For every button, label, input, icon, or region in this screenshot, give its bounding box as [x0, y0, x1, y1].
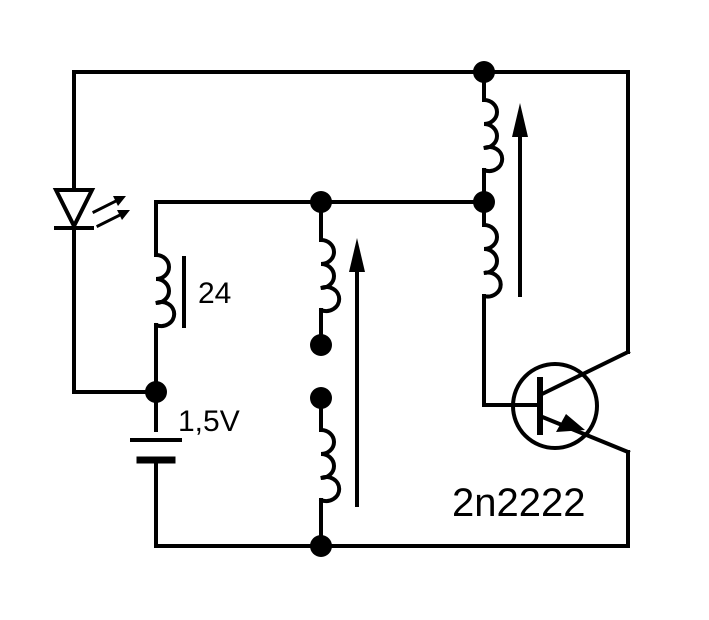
transistor-part-label: 2n2222	[452, 481, 585, 525]
junction-dot	[310, 535, 332, 557]
coil-24-turns-icon	[154, 253, 186, 328]
led-icon	[52, 188, 130, 231]
terminal-dot	[310, 334, 332, 356]
junction-dot	[473, 191, 495, 213]
battery-voltage-label: 1,5V	[178, 405, 240, 438]
terminal-dot	[310, 387, 332, 409]
junction-dots	[145, 61, 495, 557]
junction-dot	[310, 191, 332, 213]
middle-coil-lower-icon	[319, 428, 342, 503]
middle-coil-upper-icon	[319, 238, 342, 313]
battery-icon	[130, 438, 182, 464]
wire-rcoil-to-base	[482, 294, 540, 407]
transistor-icon	[511, 349, 631, 455]
wires	[72, 70, 630, 548]
junction-dot	[145, 381, 167, 403]
right-coil-upper-icon	[482, 98, 505, 173]
wire-led-bottom	[72, 226, 158, 394]
coil-turns-label: 24	[198, 277, 231, 310]
junction-dot	[473, 61, 495, 83]
right-direction-arrow-icon	[512, 103, 528, 297]
middle-direction-arrow-icon	[349, 238, 365, 507]
right-coil-lower-icon	[482, 223, 503, 299]
